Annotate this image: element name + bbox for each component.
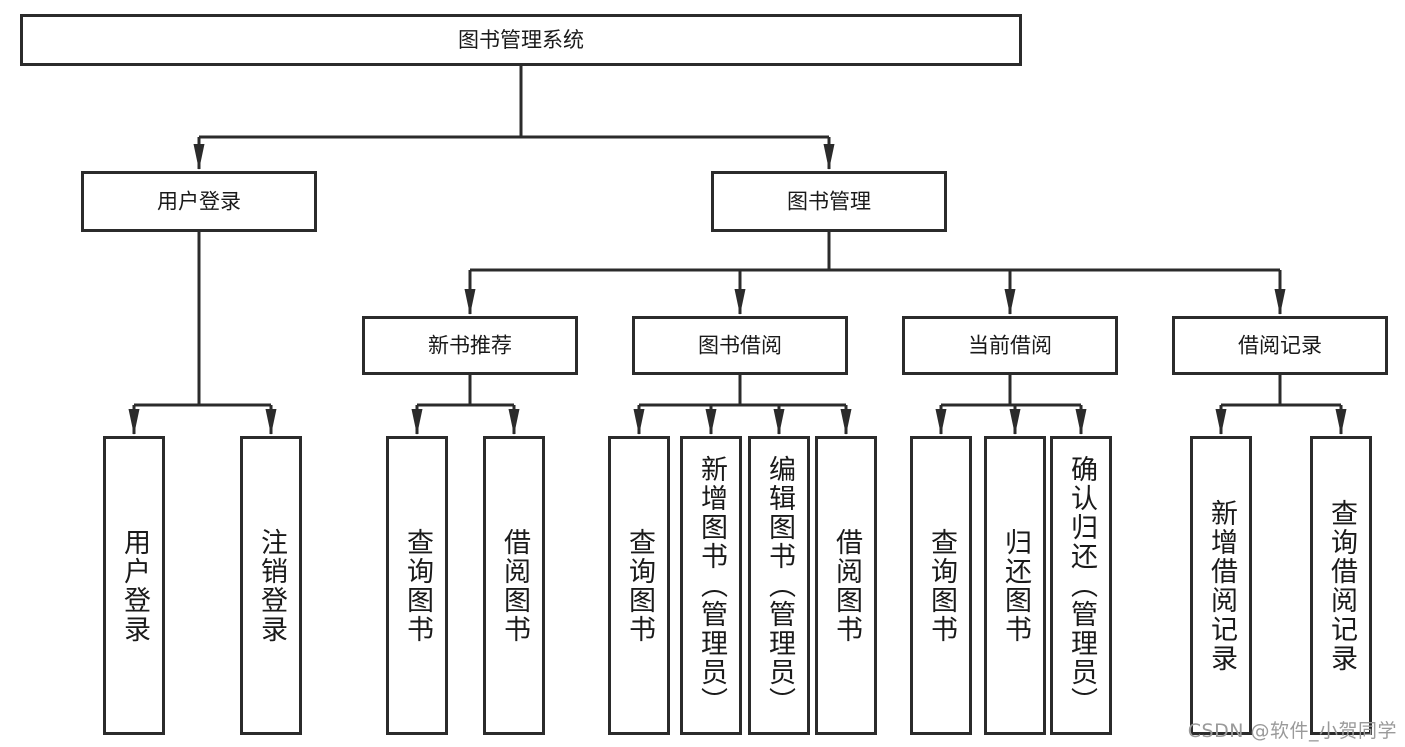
arrow-head-icon bbox=[1215, 409, 1227, 435]
watermark-text: CSDN @软件_小贺同学 bbox=[1187, 720, 1397, 742]
leaf-node-12-box bbox=[1310, 436, 1372, 735]
level3-node-3-box bbox=[1172, 316, 1388, 375]
level3-node-1-box bbox=[632, 316, 848, 375]
connectors-layer bbox=[128, 66, 1347, 435]
leaf-node-9-box bbox=[984, 436, 1046, 735]
level2-node-1-box bbox=[711, 171, 947, 232]
level2-node-1-label: 图书管理 bbox=[787, 190, 871, 214]
arrow-head-icon bbox=[128, 409, 140, 435]
arrow-head-icon bbox=[1335, 409, 1347, 435]
leaf-node-5-box bbox=[680, 436, 742, 735]
level3-node-2-label: 当前借阅 bbox=[968, 334, 1052, 358]
level3-node-0-box bbox=[362, 316, 578, 375]
arrow-head-icon bbox=[823, 144, 835, 170]
arrow-head-icon bbox=[265, 409, 277, 435]
arrow-head-icon bbox=[633, 409, 645, 435]
leaf-node-2-box bbox=[386, 436, 448, 735]
leaf-node-1-box bbox=[240, 436, 302, 735]
leaf-node-0-box bbox=[103, 436, 165, 735]
arrow-head-icon bbox=[773, 409, 785, 435]
arrow-head-icon bbox=[705, 409, 717, 435]
level3-node-1-label: 图书借阅 bbox=[698, 334, 782, 358]
arrow-head-icon bbox=[193, 144, 205, 170]
level3-node-0-label: 新书推荐 bbox=[428, 334, 512, 358]
leaf-node-11-box bbox=[1190, 436, 1252, 735]
level3-node-2-box bbox=[902, 316, 1118, 375]
boxes-layer bbox=[20, 14, 1388, 735]
arrow-head-icon bbox=[508, 409, 520, 435]
arrow-head-icon bbox=[1009, 409, 1021, 435]
leaf-node-4-box bbox=[608, 436, 670, 735]
arrow-head-icon bbox=[734, 289, 746, 315]
leaf-node-8-box bbox=[910, 436, 972, 735]
arrow-head-icon bbox=[464, 289, 476, 315]
arrow-head-icon bbox=[1075, 409, 1087, 435]
level2-node-0-label: 用户登录 bbox=[157, 190, 241, 214]
root-node-label: 图书管理系统 bbox=[458, 28, 584, 52]
arrow-head-icon bbox=[1274, 289, 1286, 315]
leaf-node-10-box bbox=[1050, 436, 1112, 735]
level2-node-0-box bbox=[81, 171, 317, 232]
leaf-node-7-box bbox=[815, 436, 877, 735]
leaf-node-6-box bbox=[748, 436, 810, 735]
arrow-head-icon bbox=[840, 409, 852, 435]
arrow-head-icon bbox=[1004, 289, 1016, 315]
level3-node-3-label: 借阅记录 bbox=[1238, 334, 1322, 358]
leaf-node-3-box bbox=[483, 436, 545, 735]
root-node-box bbox=[20, 14, 1022, 66]
arrow-head-icon bbox=[411, 409, 423, 435]
arrow-head-icon bbox=[935, 409, 947, 435]
